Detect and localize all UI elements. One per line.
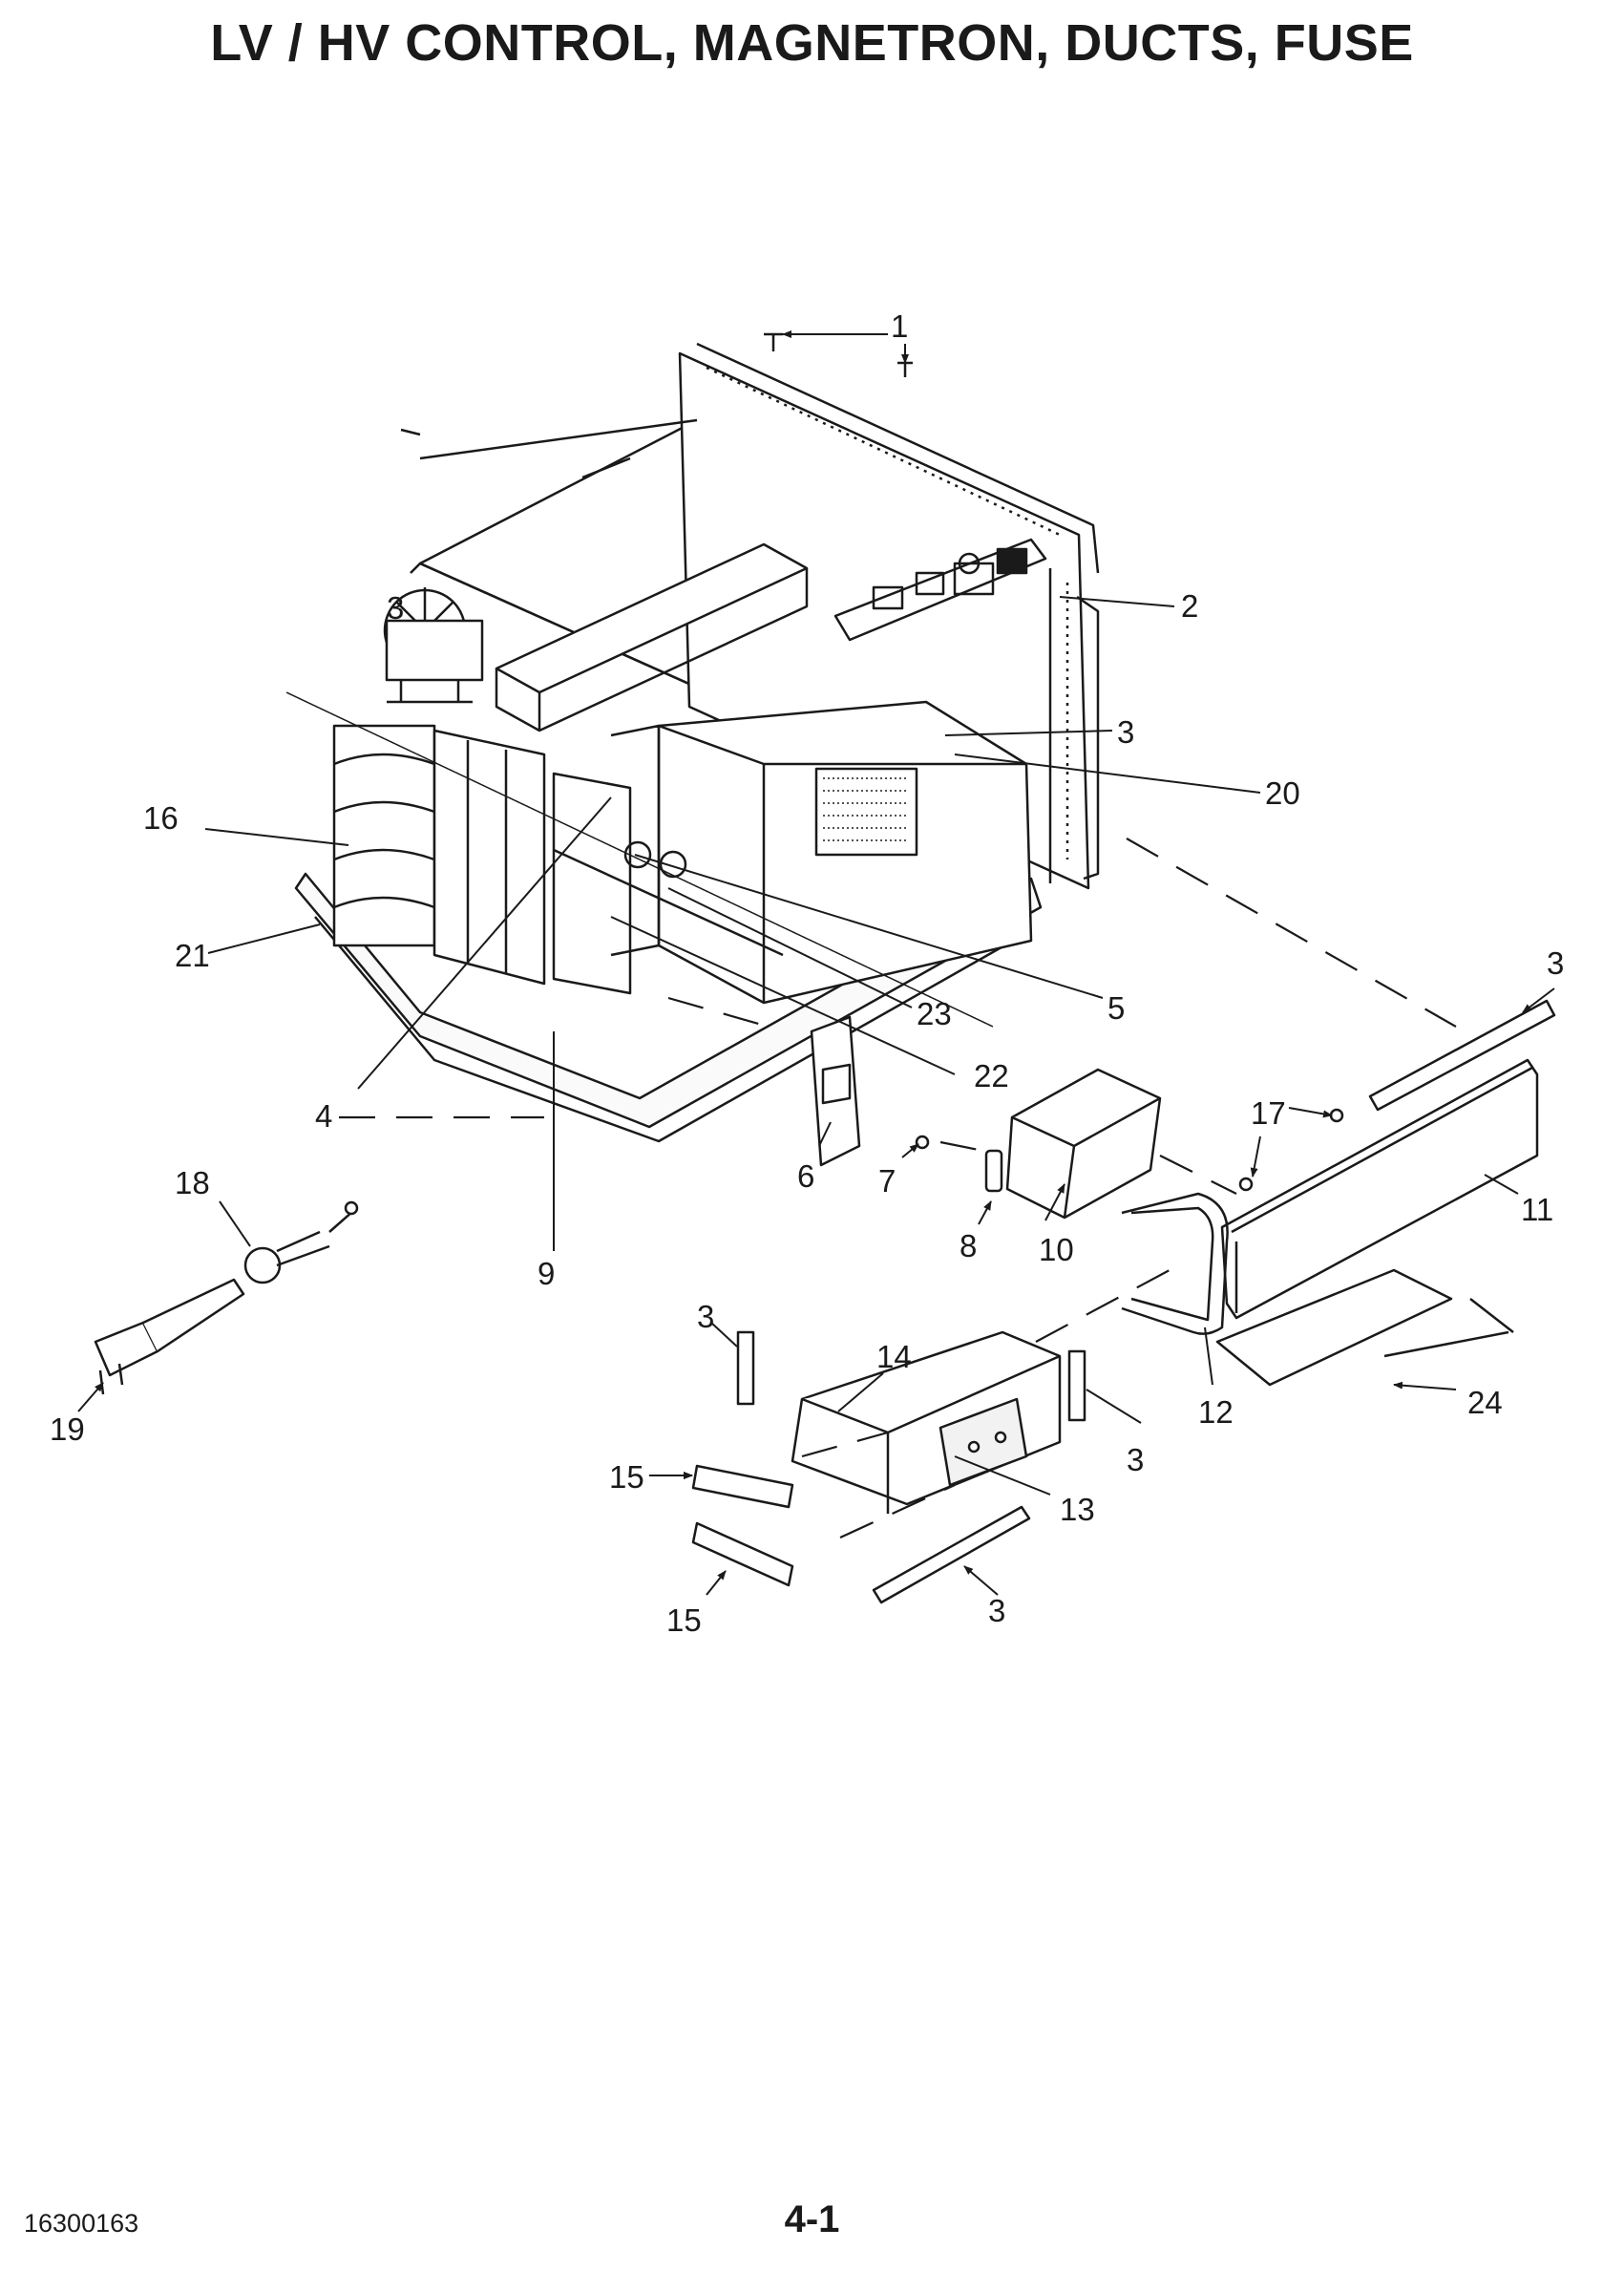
callout-label: 3 bbox=[697, 1299, 714, 1334]
bar-part bbox=[872, 1505, 1031, 1604]
callout-label: 15 bbox=[609, 1459, 644, 1495]
block-part bbox=[1067, 1349, 1086, 1422]
callout-label: 15 bbox=[666, 1602, 702, 1638]
callout-label: 24 bbox=[1467, 1385, 1503, 1420]
callout-label: 12 bbox=[1198, 1394, 1234, 1430]
callout-label: 14 bbox=[876, 1339, 912, 1374]
callout-label: 9 bbox=[538, 1256, 555, 1291]
callout-label: 7 bbox=[878, 1163, 896, 1199]
channel-part bbox=[1220, 1058, 1539, 1320]
callout-label: 8 bbox=[960, 1228, 977, 1263]
block-part bbox=[736, 1330, 755, 1406]
callout-label: 1 bbox=[891, 308, 908, 344]
callout-label: 19 bbox=[50, 1411, 85, 1447]
bar-part bbox=[1368, 999, 1556, 1112]
u-bracket-part bbox=[1121, 1192, 1229, 1335]
assembly-dash-lines bbox=[339, 838, 1457, 1539]
callout-label: 2 bbox=[1181, 588, 1198, 624]
bar-part bbox=[691, 1464, 794, 1509]
callout-label: 3 bbox=[1547, 945, 1564, 981]
callout-label: 3 bbox=[988, 1593, 1005, 1628]
callout-label: 22 bbox=[974, 1058, 1009, 1093]
separate-parts bbox=[94, 332, 1556, 1604]
callout-label: 3 bbox=[387, 590, 404, 626]
callout-label: 4 bbox=[315, 1098, 332, 1134]
callout-label: 3 bbox=[1127, 1442, 1144, 1477]
callout-label: 21 bbox=[175, 938, 210, 973]
callout-label: 13 bbox=[1060, 1492, 1095, 1527]
callout-label: 11 bbox=[1521, 1192, 1553, 1227]
callout-label: 6 bbox=[797, 1158, 814, 1194]
callout-label: 16 bbox=[143, 800, 179, 836]
document-number: 16300163 bbox=[24, 2209, 139, 2238]
callout-label: 5 bbox=[1107, 990, 1125, 1026]
callout-label: 17 bbox=[1251, 1095, 1286, 1131]
callout-label: 20 bbox=[1265, 775, 1300, 811]
callout-labels: 1 2 3 3 3 3 3 3 4 5 6 7 8 9 10 11 12 13 … bbox=[50, 308, 1564, 1638]
callout-label: 23 bbox=[917, 996, 952, 1031]
page-title: LV / HV CONTROL, MAGNETRON, DUCTS, FUSE bbox=[210, 14, 1414, 72]
bar-part bbox=[691, 1521, 794, 1587]
page-number: 4-1 bbox=[784, 2198, 840, 2240]
leader-lines bbox=[77, 330, 1555, 1596]
fuse-part bbox=[984, 1149, 1003, 1193]
callout-label: 3 bbox=[1117, 714, 1134, 750]
callout-label: 10 bbox=[1039, 1232, 1074, 1267]
oven-cabinet-assembly bbox=[285, 342, 1100, 1143]
callout-label: 18 bbox=[175, 1165, 210, 1200]
cord-bushing bbox=[243, 1246, 282, 1284]
capacitor-box bbox=[1005, 1068, 1162, 1220]
